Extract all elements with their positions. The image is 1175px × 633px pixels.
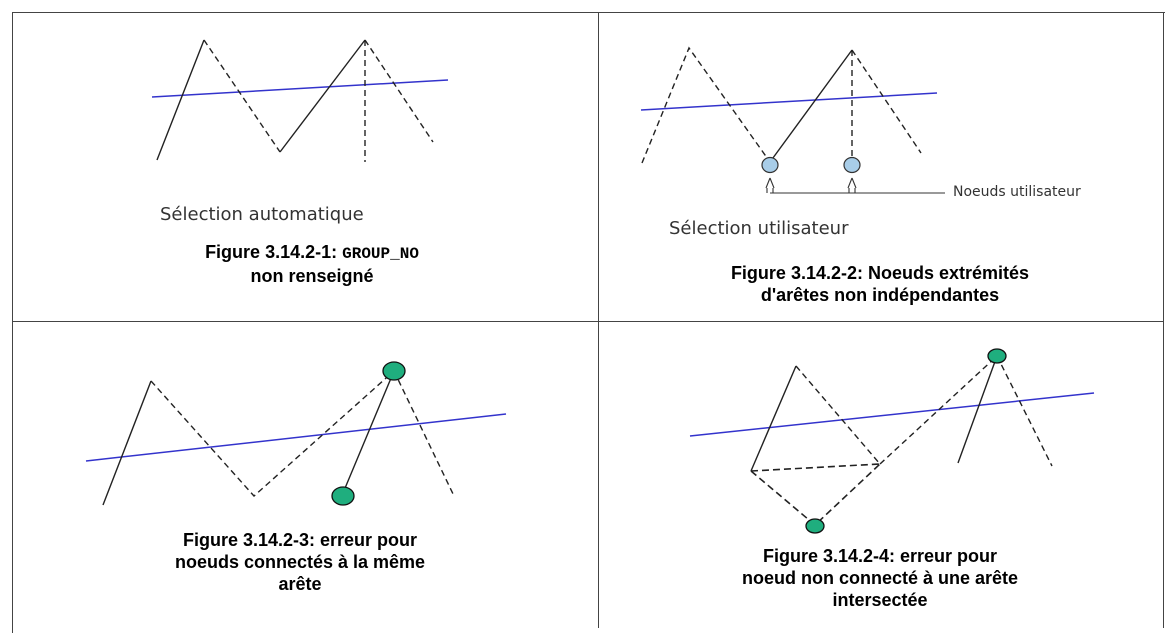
edge-dashed-2c [851, 49, 922, 154]
edge-solid-1a [156, 39, 205, 161]
diagram-1 [151, 39, 449, 162]
subtitle-automatic-selection: Sélection automatique [160, 204, 364, 225]
caption-figure-2-line2: d'arêtes non indépendantes [760, 285, 1000, 305]
table-divider-horizontal [12, 321, 1164, 322]
crack-line-2 [640, 92, 938, 111]
caption-figure-3-line1: Figure 3.14.2-3: erreur pour [182, 530, 418, 550]
crack-line-4 [689, 392, 1095, 437]
caption-figure-3-line3: arête [278, 574, 322, 594]
figure-table [12, 12, 1165, 633]
diagram-3 [85, 361, 507, 506]
table-border-right [1163, 12, 1164, 628]
edge-solid-1b [279, 39, 366, 153]
table-divider-vertical [598, 12, 599, 628]
caption-figure-1-code: GROUP_NO [342, 245, 419, 263]
user-node-2 [843, 156, 861, 174]
edge-dashed-4b [750, 463, 881, 472]
edge-solid-2a [769, 49, 853, 163]
user-node-1 [761, 156, 779, 174]
edge-dashed-4d [996, 355, 1053, 467]
edge-dashed-1c [364, 39, 434, 143]
caption-figure-4: Figure 3.14.2-4: erreur pour noeud non c… [640, 545, 1120, 611]
error-node-3 [987, 348, 1007, 364]
arrow-2 [847, 177, 857, 193]
caption-figure-1-prefix: Figure 3.14.2-1: [205, 242, 343, 262]
diagram-2 [640, 46, 945, 194]
edge-dashed-3a [150, 370, 395, 497]
edge-dashed-4a [795, 365, 881, 465]
annotation-user-nodes: Noeuds utilisateur [953, 184, 1081, 200]
edge-solid-4a [750, 365, 797, 472]
arrow-1 [765, 177, 775, 193]
edge-dashed-2a [641, 46, 771, 164]
error-node-2 [331, 486, 355, 506]
caption-figure-4-line2: noeud non connecté à une arête [741, 568, 1019, 588]
caption-figure-1-line1: Figure 3.14.2-1: GROUP_NO [112, 241, 512, 265]
diagram-4 [689, 348, 1095, 534]
caption-figure-1: Figure 3.14.2-1: GROUP_NO non renseigné [112, 241, 512, 287]
crack-line-1 [151, 79, 449, 98]
edge-solid-3b [342, 370, 395, 494]
edge-dashed-1a [203, 39, 281, 153]
edge-dashed-4e [750, 463, 881, 527]
caption-figure-3-line2: noeuds connectés à la même [174, 552, 426, 572]
caption-figure-2-line1: Figure 3.14.2-2: Noeuds extrémités [730, 263, 1030, 283]
caption-figure-4-line3: intersectée [832, 590, 928, 610]
edge-dashed-4c [879, 355, 998, 465]
caption-figure-1-line2: non renseigné [250, 266, 374, 286]
error-node-4 [805, 518, 825, 534]
crack-line-3 [85, 413, 507, 462]
caption-figure-3: Figure 3.14.2-3: erreur pour noeuds conn… [80, 529, 520, 595]
edge-solid-4b [957, 355, 998, 464]
edge-dashed-3b [393, 370, 455, 497]
caption-figure-2: Figure 3.14.2-2: Noeuds extrémités d'arê… [600, 262, 1160, 306]
error-node-1 [382, 361, 406, 381]
edge-solid-3a [102, 380, 152, 506]
caption-figure-4-line1: Figure 3.14.2-4: erreur pour [762, 546, 998, 566]
subtitle-user-selection: Sélection utilisateur [669, 218, 849, 239]
